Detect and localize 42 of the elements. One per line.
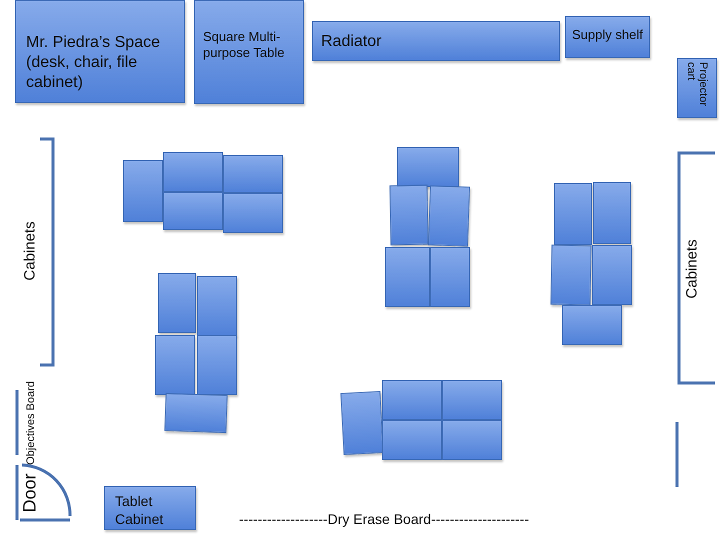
furniture-label: Square Multi-purpose Table (203, 29, 286, 62)
desk (340, 391, 384, 455)
desk (197, 335, 237, 395)
desk (163, 192, 223, 230)
desk (550, 244, 592, 306)
furniture-block (194, 0, 304, 104)
desk (223, 155, 283, 193)
furniture-label: Supply shelf (572, 27, 644, 44)
furniture-label: Radiator (321, 32, 382, 52)
furniture-block (677, 58, 717, 118)
desk (163, 152, 223, 192)
desk (442, 420, 502, 460)
wall-label: Cabinets (22, 221, 38, 281)
desk (385, 247, 430, 307)
desk (382, 380, 442, 420)
desk (428, 185, 470, 247)
desk (554, 183, 592, 245)
desk (382, 420, 442, 460)
furniture-label: Mr. Piedra’s Space (desk, chair, file cabinet) (26, 33, 161, 93)
desk (389, 184, 429, 246)
furniture-block (312, 21, 560, 61)
desk (155, 335, 195, 395)
wall-label: -------------------Dry Erase Board--------------------- (239, 511, 529, 527)
desk (562, 305, 622, 345)
desk (442, 380, 502, 420)
furniture-block (565, 16, 650, 58)
desk (430, 247, 470, 307)
furniture-label: Projector cart (684, 62, 710, 108)
furniture-block (15, 0, 185, 103)
furniture-label: Tablet Cabinet (115, 493, 164, 528)
desk (397, 147, 459, 187)
wall-label: Cabinets (684, 239, 700, 299)
desk (592, 245, 632, 305)
furniture-block (104, 486, 196, 530)
desk (223, 193, 283, 233)
door-label: Door (20, 474, 40, 512)
desk (164, 392, 228, 434)
desk (123, 160, 163, 222)
desk (593, 182, 631, 244)
desk (158, 273, 196, 333)
wall-label: Objectives Board (25, 381, 37, 465)
desk (197, 276, 237, 336)
